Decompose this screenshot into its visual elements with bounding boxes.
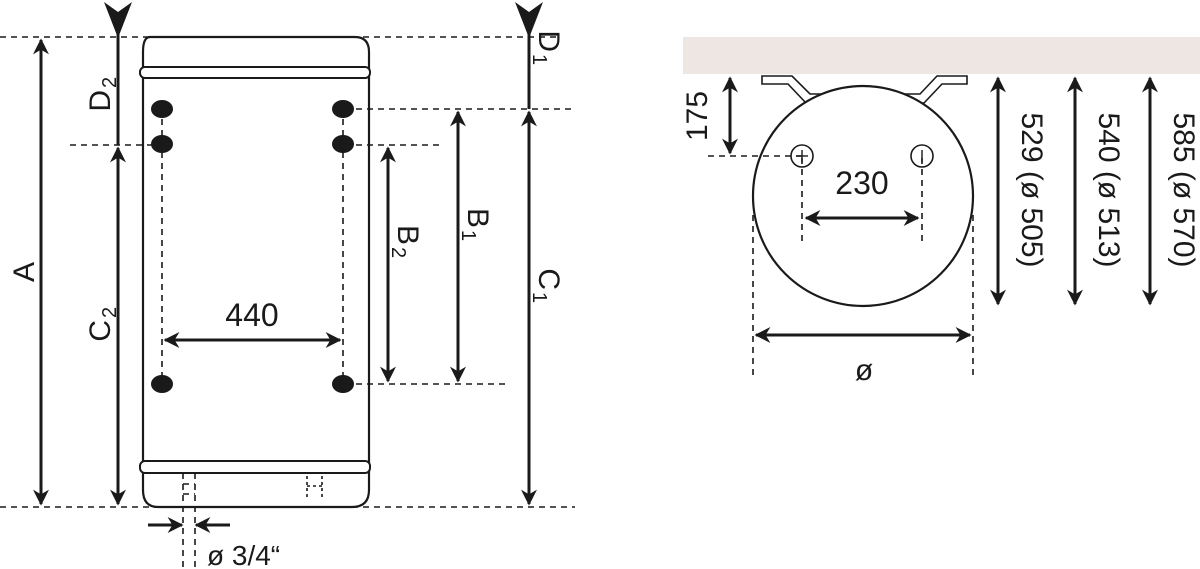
svg-text:C: C <box>84 320 117 342</box>
wall-bracket <box>761 75 968 104</box>
svg-text:1: 1 <box>457 230 479 241</box>
top-view: 230 ø 175 529 (ø 505) 540 (ø 513) 585 (ø… <box>681 37 1200 387</box>
svg-text:1: 1 <box>528 292 550 303</box>
dimension-c2-label: C 2 <box>84 307 121 342</box>
depth-540-label: 540 (ø 513) <box>1092 112 1125 267</box>
dimension-175-label: 175 <box>681 91 714 141</box>
svg-text:2: 2 <box>387 247 409 258</box>
pipe-connection-left <box>182 473 196 569</box>
dimension-230-label: 230 <box>835 165 888 201</box>
depth-585-label: 585 (ø 570) <box>1167 112 1200 267</box>
pipe-connection-right <box>306 476 323 498</box>
dimension-d2-label: D 2 <box>84 77 121 112</box>
pipe-diameter-label: ø 3/4“ <box>207 540 280 569</box>
depth-529-label: 529 (ø 505) <box>1015 112 1048 267</box>
svg-text:2: 2 <box>99 307 121 318</box>
mount-hole-top-left <box>151 100 173 118</box>
tank-bottom-band <box>139 460 371 474</box>
tank-outline <box>141 35 371 509</box>
dimension-d1-arrowhead <box>515 2 543 38</box>
svg-text:2: 2 <box>99 77 121 88</box>
front-view: 440 ø 3/4“ A C 2 D 2 B 2 B 1 C 1 D 1 <box>0 2 575 569</box>
mount-hole-upper-left <box>151 135 173 153</box>
dimension-a-label: A <box>8 262 41 282</box>
dimension-d1-label: D 1 <box>528 30 565 65</box>
dimension-440-label: 440 <box>225 297 278 333</box>
mount-hole-bottom-right <box>332 375 354 393</box>
top-mount-hole-right <box>910 144 934 168</box>
dimension-b2-label: B 2 <box>387 225 424 258</box>
svg-text:B: B <box>391 225 424 245</box>
svg-text:C: C <box>532 268 565 290</box>
mount-hole-bottom-left <box>151 375 173 393</box>
svg-text:1: 1 <box>528 54 550 65</box>
dimension-c1-label: C 1 <box>528 268 565 303</box>
mount-hole-upper-right <box>332 135 354 153</box>
svg-text:D: D <box>532 30 565 52</box>
wall <box>683 37 1200 74</box>
dimension-b1-label: B 1 <box>457 208 494 241</box>
svg-text:B: B <box>461 208 494 228</box>
diameter-label: ø <box>855 354 873 387</box>
svg-text:D: D <box>84 90 117 112</box>
tank-top-band <box>139 66 371 79</box>
dimension-d2-arrowhead <box>104 2 132 38</box>
mount-hole-top-right <box>332 100 354 118</box>
tank-circle <box>751 84 975 308</box>
